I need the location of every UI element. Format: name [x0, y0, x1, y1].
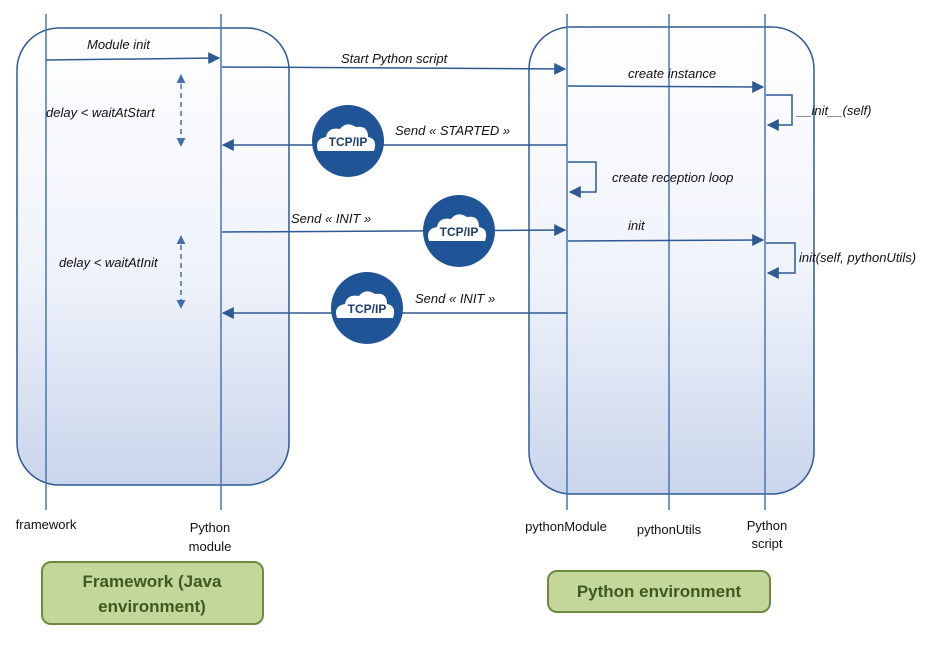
- label-create-reception-loop: create reception loop: [612, 170, 733, 185]
- label-create-instance: create instance: [628, 66, 716, 81]
- lifeline-label-python-script-2: script: [751, 536, 782, 551]
- java-environment-label: Framework (Java environment): [41, 561, 264, 625]
- arrow-send-init-1: [221, 224, 567, 237]
- lifeline-label-python-module-1: Python: [190, 520, 230, 535]
- tcp-label: TCP/IP: [440, 225, 479, 239]
- tcp-label: TCP/IP: [348, 302, 387, 316]
- cloud-icon: [336, 291, 395, 318]
- arrow-reception-loop: [568, 161, 597, 198]
- label-init-self: __init__(self): [795, 103, 871, 118]
- arrow-init: [567, 234, 765, 247]
- label-init-self-utils: init(self, pythonUtils): [799, 250, 916, 265]
- tcp-ip-badge-started: TCP/IP: [312, 105, 384, 177]
- lifeline-label-python-script-1: Python: [747, 518, 787, 533]
- label-send-init-2: Send « INIT »: [415, 291, 495, 306]
- lifeline-label-python-module-2: module: [189, 539, 232, 554]
- label-delay-wait-at-init: delay < waitAtInit: [59, 255, 159, 270]
- label-module-init: Module init: [87, 37, 151, 52]
- arrow-init-utils-loop: [766, 242, 796, 279]
- tcp-ip-badge-init-1: TCP/IP: [423, 195, 495, 267]
- arrow-module-init: [45, 52, 221, 65]
- arrow-init-self-loop: [766, 94, 793, 131]
- tcp-ip-badge-init-2: TCP/IP: [331, 272, 403, 344]
- label-delay-wait-at-start: delay < waitAtStart: [46, 105, 156, 120]
- label-start-python-script: Start Python script: [341, 51, 449, 66]
- label-send-started: Send « STARTED »: [395, 123, 510, 138]
- cloud-icon: [428, 214, 487, 241]
- java-env-line2: environment): [98, 597, 206, 616]
- python-env-text: Python environment: [577, 582, 742, 601]
- python-environment-label: Python environment: [547, 570, 771, 613]
- tcp-label: TCP/IP: [329, 135, 368, 149]
- java-env-line1: Framework (Java: [83, 572, 222, 591]
- lifeline-label-pythonModule: pythonModule: [525, 519, 607, 534]
- arrow-create-instance: [567, 80, 765, 93]
- lifeline-label-pythonUtils: pythonUtils: [637, 522, 702, 537]
- label-send-init-1: Send « INIT »: [291, 211, 371, 226]
- lifeline-label-framework: framework: [16, 517, 77, 532]
- label-init: init: [628, 218, 646, 233]
- cloud-icon: [317, 124, 376, 151]
- python-environment-box: [528, 26, 815, 495]
- arrow-start-python-script: [221, 62, 567, 75]
